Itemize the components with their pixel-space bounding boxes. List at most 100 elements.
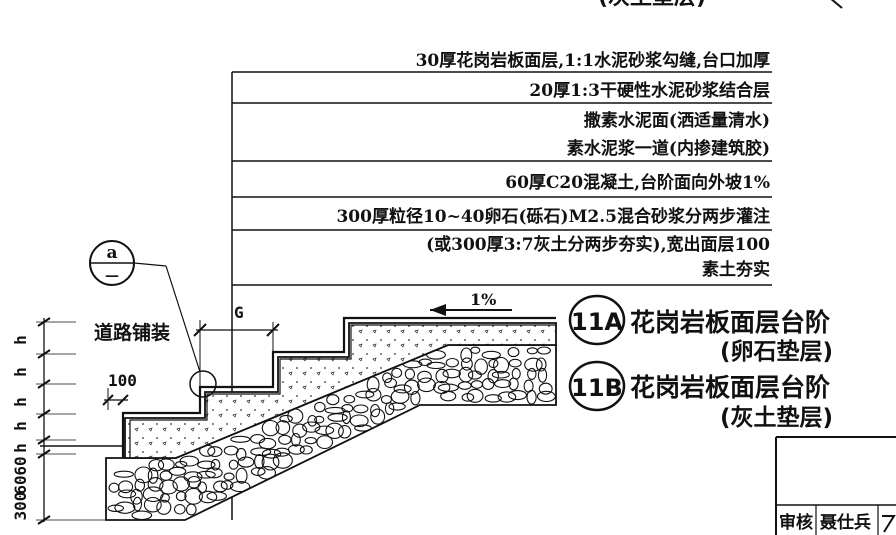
gravel-stone [497,391,517,403]
concrete-step-slab [124,322,557,459]
gravel-stone [491,370,510,379]
gravel-stone [341,410,351,425]
detail-reference-bubble: a — [89,240,217,398]
variant-11a-title: 花岗岩板面层台阶 [630,308,831,337]
slope-arrow [430,304,512,316]
gravel-stone [314,425,335,436]
g-dimension-label: G [234,303,244,322]
granite-facing-outer [121,316,556,458]
gravel-stone [257,466,277,480]
gravel-stone [197,460,216,470]
variant-11a: 11A 花岗岩板面层台阶 (卵石垫层) [568,294,833,365]
gravel-stone [341,404,354,413]
spec-line: 素水泥浆一道(内掺建筑胶) [567,138,770,159]
gravel-stone [235,467,248,484]
gravel-stone [484,394,502,403]
gravel-stone [118,480,134,494]
gravel-stone [349,414,369,428]
gravel-stone [470,346,481,354]
gravel-stone [417,370,432,384]
gravel-stone [535,357,547,372]
gravel-stone [467,370,482,380]
gravel-stone [261,453,280,471]
gravel-stone [380,395,392,404]
gravel-stone [442,368,461,379]
gravel-stone [279,414,293,423]
detail-ref-bottom: — [105,268,119,284]
gravel-stone [272,452,293,469]
spec-line: 30厚花岗岩板面层,1:1水泥砂浆勾缝,台口加厚 [416,50,770,71]
variant-11b-code: 11B [571,374,623,402]
gravel-stone [118,489,137,499]
dim-h-4: h [11,421,30,431]
gravel-stone [527,367,537,380]
gravel-stone [354,424,372,432]
gravel-stone [198,490,218,504]
gravel-stone [507,390,528,401]
dim-300: 300 [11,492,30,521]
spec-line: 素土夯实 [702,259,770,280]
gravel-stone [327,413,348,422]
gravel-stone [460,347,473,363]
reviewer-name: 聂仕兵 [819,512,871,533]
gravel-stone [307,414,318,427]
gravel-stone [393,384,412,394]
gravel-stone [132,496,143,512]
variant-11a-subtitle: (卵石垫层) [720,339,833,365]
granite-facing-inner [129,324,556,458]
gravel-stone [493,356,510,374]
gravel-stone [261,419,280,437]
spec-line: 60厚C20混凝土,台阶面向外坡1% [505,172,770,193]
gravel-stone [261,448,282,459]
gravel-stone [237,456,255,468]
header-corner-mark [830,0,843,9]
gravel-stone [314,401,326,413]
gravel-stone [254,454,265,469]
gravel-stone [426,361,446,370]
gravel-stone [370,403,381,418]
gravel-stone [538,382,553,395]
gravel-stone [487,369,499,384]
gravel-stone [206,491,227,501]
header-partial-text: (灰土垫层) [598,0,706,10]
dim-100-label: 100 [108,371,137,390]
gravel-stone [278,434,292,445]
gravel-stone [481,350,501,360]
gravel-stone [130,488,143,505]
gravel-stone [114,501,136,514]
gravel-stone [113,470,134,478]
gravel-stone [156,499,172,515]
gravel-stone [410,390,421,406]
dim-h-5: h [11,443,30,453]
variant-11b-title: 花岗岩板面层台阶 [630,373,831,402]
gravel-stone [384,377,398,389]
gravel-stone [299,445,313,455]
gravel-stone [179,455,200,467]
spec-line: (或300厚3:7灰土分两步夯实),宽出面层100 [426,234,770,255]
gravel-stone [494,379,512,389]
dim-60a: 60 [11,456,30,475]
gravel-stone [185,503,197,516]
gravel-stone [160,493,170,503]
gravel-stone [343,394,356,404]
gravel-stone [536,390,556,403]
spec-line: 20厚1:3干硬性水泥砂浆结合层 [529,80,770,101]
dim-h-3: h [11,397,30,407]
gravel-stone [175,491,187,502]
gravel-stone [235,447,247,461]
gravel-stone [143,496,162,513]
gravel-stone [388,402,406,411]
gravel-stone [275,420,291,436]
gravel-stone [287,444,305,455]
dim-100 [102,388,129,410]
dim-h-1: h [11,335,30,345]
gravel-stone [325,422,344,439]
gravel-stone [134,466,153,484]
gravel-stone [229,481,251,493]
gravel-stone [466,388,484,403]
gravel-stone [314,415,325,424]
gravel-stone [370,408,386,425]
dim-60b: 60 [11,475,30,494]
slope-label: 1% [470,290,496,309]
